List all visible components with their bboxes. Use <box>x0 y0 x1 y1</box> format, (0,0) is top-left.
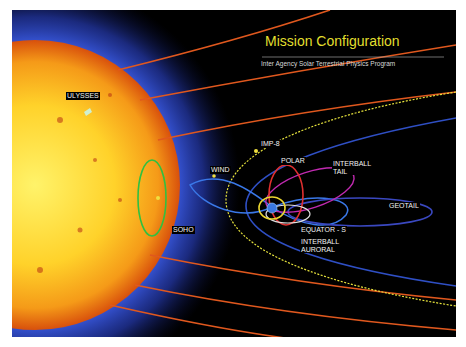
spacecraft-label: IMP-8 <box>260 140 281 148</box>
spacecraft-label: SOHO <box>172 226 195 234</box>
subtitle: Inter Agency Solar Terrestrial Physics P… <box>260 60 452 67</box>
spacecraft-label: EQUATOR - S <box>300 226 347 234</box>
sun <box>12 40 180 330</box>
ulysses-craft <box>84 108 92 116</box>
spacecraft-label: WIND <box>210 166 231 174</box>
spacecraft-label: ULYSSES <box>66 92 100 100</box>
soho-orbit <box>138 160 166 236</box>
sun-spots <box>37 93 122 273</box>
corona <box>12 10 240 337</box>
interball-auroral-orbit <box>259 197 285 219</box>
spacecraft-label: GEOTAIL <box>388 202 420 210</box>
spacecraft-label: INTERBALL AURORAL <box>300 238 350 253</box>
polar-orbit <box>269 165 303 225</box>
title: Mission Configuration <box>265 34 400 49</box>
bow-boundary <box>246 118 456 286</box>
imp8-craft <box>254 149 258 153</box>
wind-craft <box>212 174 216 178</box>
earth <box>267 203 277 213</box>
spacecraft-label: INTERBALL TAIL <box>332 160 374 175</box>
soho-craft <box>156 196 160 200</box>
title-rule <box>262 57 444 58</box>
spacecraft-label: POLAR <box>280 157 306 165</box>
field-lines <box>110 10 456 337</box>
